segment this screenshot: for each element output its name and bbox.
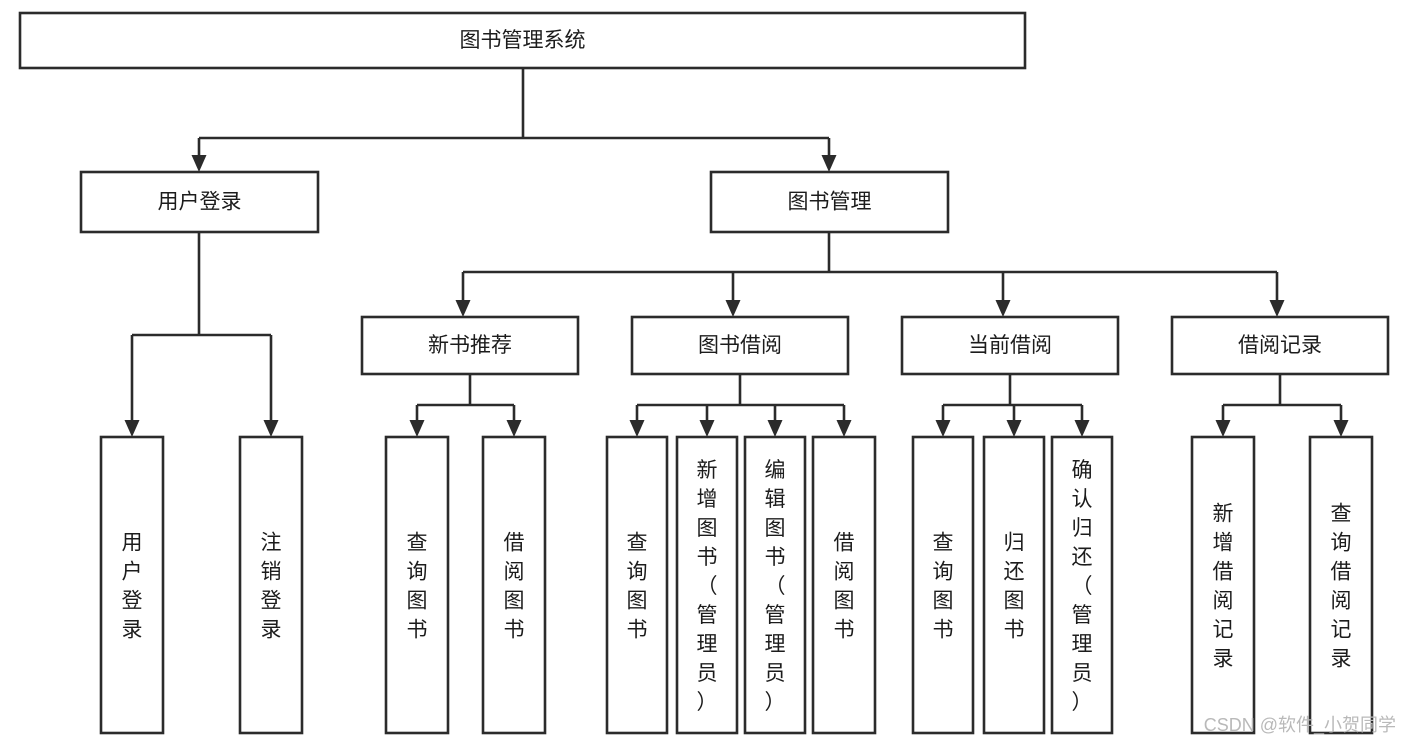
arrow-head-icon <box>1074 420 1090 437</box>
node-label-leaf-borrow-book-recommend: 借阅图书 <box>504 532 525 642</box>
arrow-head-icon <box>935 420 951 437</box>
csdn-watermark: CSDN @软件_小贺同学 <box>1204 715 1396 736</box>
connectors-layer <box>124 68 1349 437</box>
arrow-head-icon <box>836 420 852 437</box>
node-box-current-borrow[interactable] <box>900 315 1120 376</box>
node-label-book-borrow: 图书借阅 <box>698 334 782 357</box>
node-label-leaf-add-book: 新增图书（管理员） <box>697 459 718 714</box>
arrow-head-icon <box>821 155 837 172</box>
connector-group-book-borrow-to-leaves <box>629 374 852 437</box>
node-box-leaf-logout[interactable] <box>238 435 304 735</box>
node-leaf-query-book-current[interactable]: 查询图书 <box>911 435 975 735</box>
node-box-leaf-confirm-return[interactable] <box>1050 435 1114 735</box>
node-label-current-borrow: 当前借阅 <box>968 334 1052 357</box>
node-leaf-add-book[interactable]: 新增图书（管理员） <box>675 435 739 735</box>
node-box-leaf-edit-book[interactable] <box>743 435 807 735</box>
node-box-leaf-add-book[interactable] <box>675 435 739 735</box>
node-label-leaf-user-login: 用户登录 <box>122 532 143 642</box>
node-leaf-query-book-borrow[interactable]: 查询图书 <box>605 435 669 735</box>
node-label-borrow-record: 借阅记录 <box>1238 334 1322 357</box>
arrow-head-icon <box>506 420 522 437</box>
node-box-book-borrow[interactable] <box>630 315 850 376</box>
node-current-borrow[interactable]: 当前借阅 <box>900 315 1120 376</box>
node-borrow-record[interactable]: 借阅记录 <box>1170 315 1390 376</box>
node-root[interactable]: 图书管理系统 <box>18 11 1027 70</box>
node-user-login[interactable]: 用户登录 <box>79 170 320 234</box>
arrow-head-icon <box>995 300 1011 317</box>
node-leaf-edit-book[interactable]: 编辑图书（管理员） <box>743 435 807 735</box>
connector-group-new-book-recommend-to-leaves <box>409 374 522 437</box>
arrow-head-icon <box>1269 300 1285 317</box>
node-leaf-query-borrow-record[interactable]: 查询借阅记录 <box>1308 435 1374 735</box>
node-box-borrow-record[interactable] <box>1170 315 1390 376</box>
node-label-leaf-add-borrow-record: 新增借阅记录 <box>1213 503 1234 671</box>
node-leaf-logout[interactable]: 注销登录 <box>238 435 304 735</box>
arrow-head-icon <box>767 420 783 437</box>
node-box-leaf-borrow-book-recommend[interactable] <box>481 435 547 735</box>
node-box-leaf-query-borrow-record[interactable] <box>1308 435 1374 735</box>
arrow-head-icon <box>191 155 207 172</box>
node-leaf-user-login[interactable]: 用户登录 <box>99 435 165 735</box>
node-label-leaf-query-book-borrow: 查询图书 <box>627 532 648 642</box>
node-label-book-management: 图书管理 <box>788 191 872 214</box>
node-label-leaf-query-book-current: 查询图书 <box>933 532 954 642</box>
node-box-leaf-query-book-current[interactable] <box>911 435 975 735</box>
arrow-head-icon <box>455 300 471 317</box>
arrow-head-icon <box>725 300 741 317</box>
arrow-head-icon <box>1006 420 1022 437</box>
node-box-leaf-return-book[interactable] <box>982 435 1046 735</box>
nodes-layer: 图书管理系统用户登录图书管理新书推荐图书借阅当前借阅借阅记录用户登录注销登录查询… <box>18 11 1390 735</box>
node-box-leaf-user-login[interactable] <box>99 435 165 735</box>
node-box-new-book-recommend[interactable] <box>360 315 580 376</box>
node-box-root[interactable] <box>18 11 1027 70</box>
node-leaf-query-book-recommend[interactable]: 查询图书 <box>384 435 450 735</box>
node-label-leaf-query-book-recommend: 查询图书 <box>407 532 428 642</box>
node-label-root: 图书管理系统 <box>460 29 586 52</box>
node-label-user-login: 用户登录 <box>158 191 242 214</box>
node-box-leaf-query-book-borrow[interactable] <box>605 435 669 735</box>
connector-group-current-borrow-to-leaves <box>935 374 1090 437</box>
node-box-leaf-add-borrow-record[interactable] <box>1190 435 1256 735</box>
node-box-user-login[interactable] <box>79 170 320 234</box>
node-leaf-borrow-book[interactable]: 借阅图书 <box>811 435 877 735</box>
node-book-borrow[interactable]: 图书借阅 <box>630 315 850 376</box>
node-box-book-management[interactable] <box>709 170 950 234</box>
connector-group-root-to-level2 <box>191 68 837 172</box>
node-label-leaf-borrow-book: 借阅图书 <box>834 532 855 642</box>
arrow-head-icon <box>124 420 140 437</box>
node-leaf-return-book[interactable]: 归还图书 <box>982 435 1046 735</box>
node-box-leaf-borrow-book[interactable] <box>811 435 877 735</box>
node-label-leaf-logout: 注销登录 <box>261 532 282 642</box>
arrow-head-icon <box>629 420 645 437</box>
node-leaf-add-borrow-record[interactable]: 新增借阅记录 <box>1190 435 1256 735</box>
node-label-leaf-query-borrow-record: 查询借阅记录 <box>1331 503 1352 671</box>
node-box-leaf-query-book-recommend[interactable] <box>384 435 450 735</box>
node-label-leaf-edit-book: 编辑图书（管理员） <box>765 459 786 714</box>
arrow-head-icon <box>263 420 279 437</box>
connector-group-borrow-record-to-leaves <box>1215 374 1349 437</box>
node-label-leaf-confirm-return: 确认归还（管理员） <box>1072 459 1093 714</box>
node-label-new-book-recommend: 新书推荐 <box>428 334 512 357</box>
node-label-leaf-return-book: 归还图书 <box>1004 532 1025 642</box>
arrow-head-icon <box>699 420 715 437</box>
arrow-head-icon <box>1333 420 1349 437</box>
node-book-management[interactable]: 图书管理 <box>709 170 950 234</box>
connector-group-book-management-to-level3 <box>455 232 1285 317</box>
connector-group-user-login-to-leaves <box>124 232 279 437</box>
node-leaf-confirm-return[interactable]: 确认归还（管理员） <box>1050 435 1114 735</box>
arrow-head-icon <box>409 420 425 437</box>
arrow-head-icon <box>1215 420 1231 437</box>
node-new-book-recommend[interactable]: 新书推荐 <box>360 315 580 376</box>
node-leaf-borrow-book-recommend[interactable]: 借阅图书 <box>481 435 547 735</box>
